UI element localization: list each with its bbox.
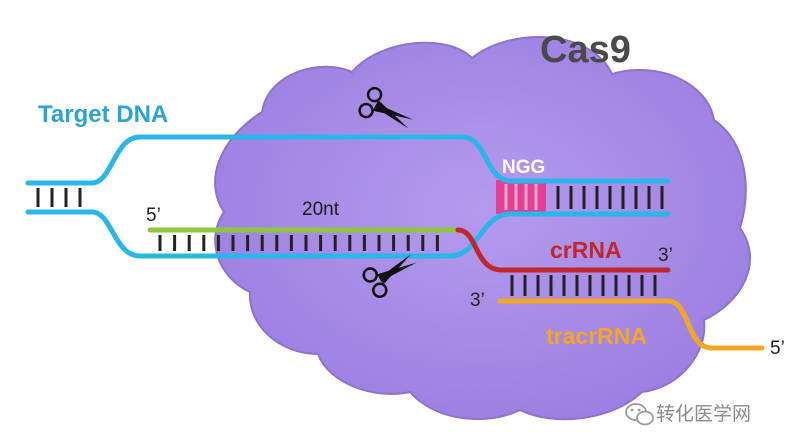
base-pair-ticks [36,186,664,296]
crrna-label: crRNA [550,237,622,263]
tracrrna-five-prime-label: 5’ [770,338,785,359]
spacer-length-label: 20nt [302,199,340,220]
cas9-title: Cas9 [540,29,631,71]
target-dna-bottom-strand [25,209,671,259]
scissors-icon [358,86,414,129]
watermark-text: 转化医学网 [656,403,751,425]
tracrrna-label: tracrRNA [546,323,647,349]
pam-bonds [504,184,538,210]
pam-highlight [496,180,546,214]
crrna-three-prime-label: 3’ [658,245,673,266]
target-dna-top-strand [25,134,671,186]
crrna-repeat-strand [455,227,671,273]
wechat-icon [625,403,654,426]
target-dna-label: Target DNA [38,101,168,128]
tracrrna-strand [497,298,765,351]
crrna-five-prime-label: 5’ [146,205,161,226]
scissors-icon [362,253,417,298]
tracrrna-three-prime-label: 3’ [470,290,485,311]
pam-label: NGG [502,157,545,178]
